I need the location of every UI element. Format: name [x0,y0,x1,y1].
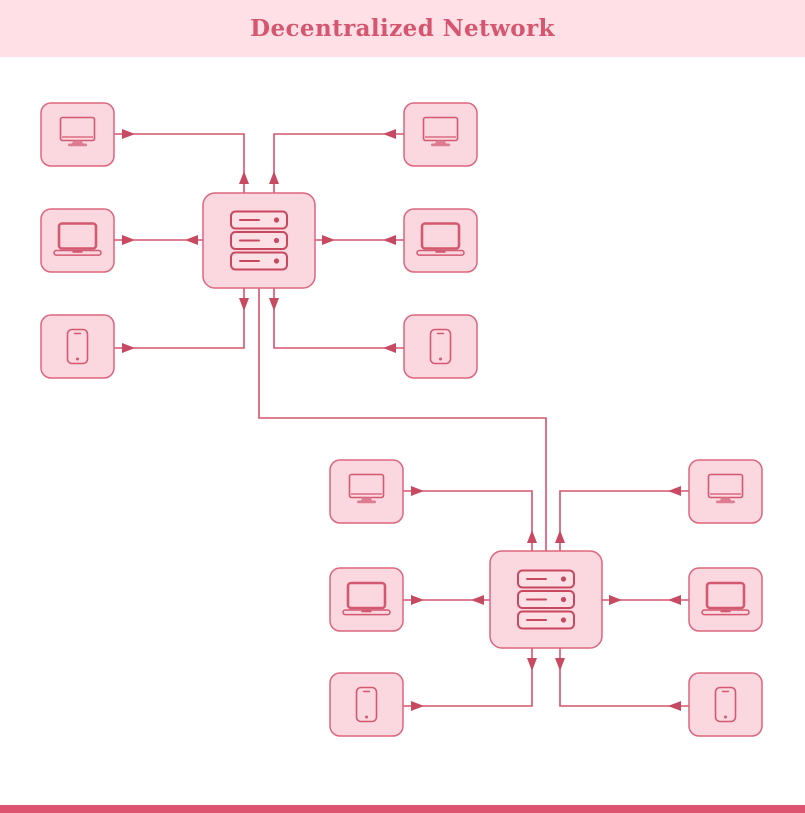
node-c1-laptop-right [403,208,478,273]
title-banner: Decentralized Network [0,0,805,57]
arrow-icon [527,530,537,543]
arrow-icon [322,235,335,245]
arrow-icon [411,701,424,711]
arrow-icon [411,595,424,605]
arrow-icon [269,298,279,311]
node-c1-laptop-left [40,208,115,273]
node-c2-phone-left [329,672,404,737]
edge-c1-phone-right [273,288,404,349]
arrow-icon [383,343,396,353]
arrow-icon [555,658,565,671]
node-c1-monitor-left [40,102,115,167]
arrow-icon [269,171,279,184]
arrow-icon [555,530,565,543]
node-c2-monitor-left [329,459,404,524]
edge-c2-monitor-left [403,490,533,551]
cluster1-connections [114,129,404,353]
arrow-icon [383,129,396,139]
node-c2-laptop-right [688,567,763,632]
arrow-icon [185,235,198,245]
edge-c1-phone-left [114,288,245,349]
footer-bar [0,805,805,813]
arrow-icon [411,486,424,496]
edge-c1-monitor-right [273,133,404,193]
edge-server-backbone [258,288,547,551]
node-c1-monitor-right [403,102,478,167]
edge-c1-monitor-left [114,133,245,193]
edge-c2-phone-left [403,648,533,707]
node-server-1 [202,192,316,289]
edge-c2-phone-right [559,648,689,707]
server-icon [230,210,288,271]
page-title: Decentralized Network [250,15,555,42]
arrow-icon [668,595,681,605]
cluster2-nodes [329,459,763,737]
edge-c2-monitor-right [559,490,689,551]
cluster1-nodes [40,102,478,379]
arrow-icon [122,343,135,353]
node-c1-phone-right [403,314,478,379]
node-c1-phone-left [40,314,115,379]
arrow-icon [471,595,484,605]
arrow-icon [668,486,681,496]
node-c2-laptop-left [329,567,404,632]
arrow-icon [668,701,681,711]
node-server-2 [489,550,603,649]
arrow-icon [609,595,622,605]
arrow-icon [239,171,249,184]
arrow-icon [527,658,537,671]
arrow-icon [239,298,249,311]
arrow-icon [122,235,135,245]
server-icon [517,569,575,630]
node-c2-phone-right [688,672,763,737]
node-c2-monitor-right [688,459,763,524]
arrow-icon [122,129,135,139]
cluster2-connections [403,486,689,711]
arrow-icon [383,235,396,245]
